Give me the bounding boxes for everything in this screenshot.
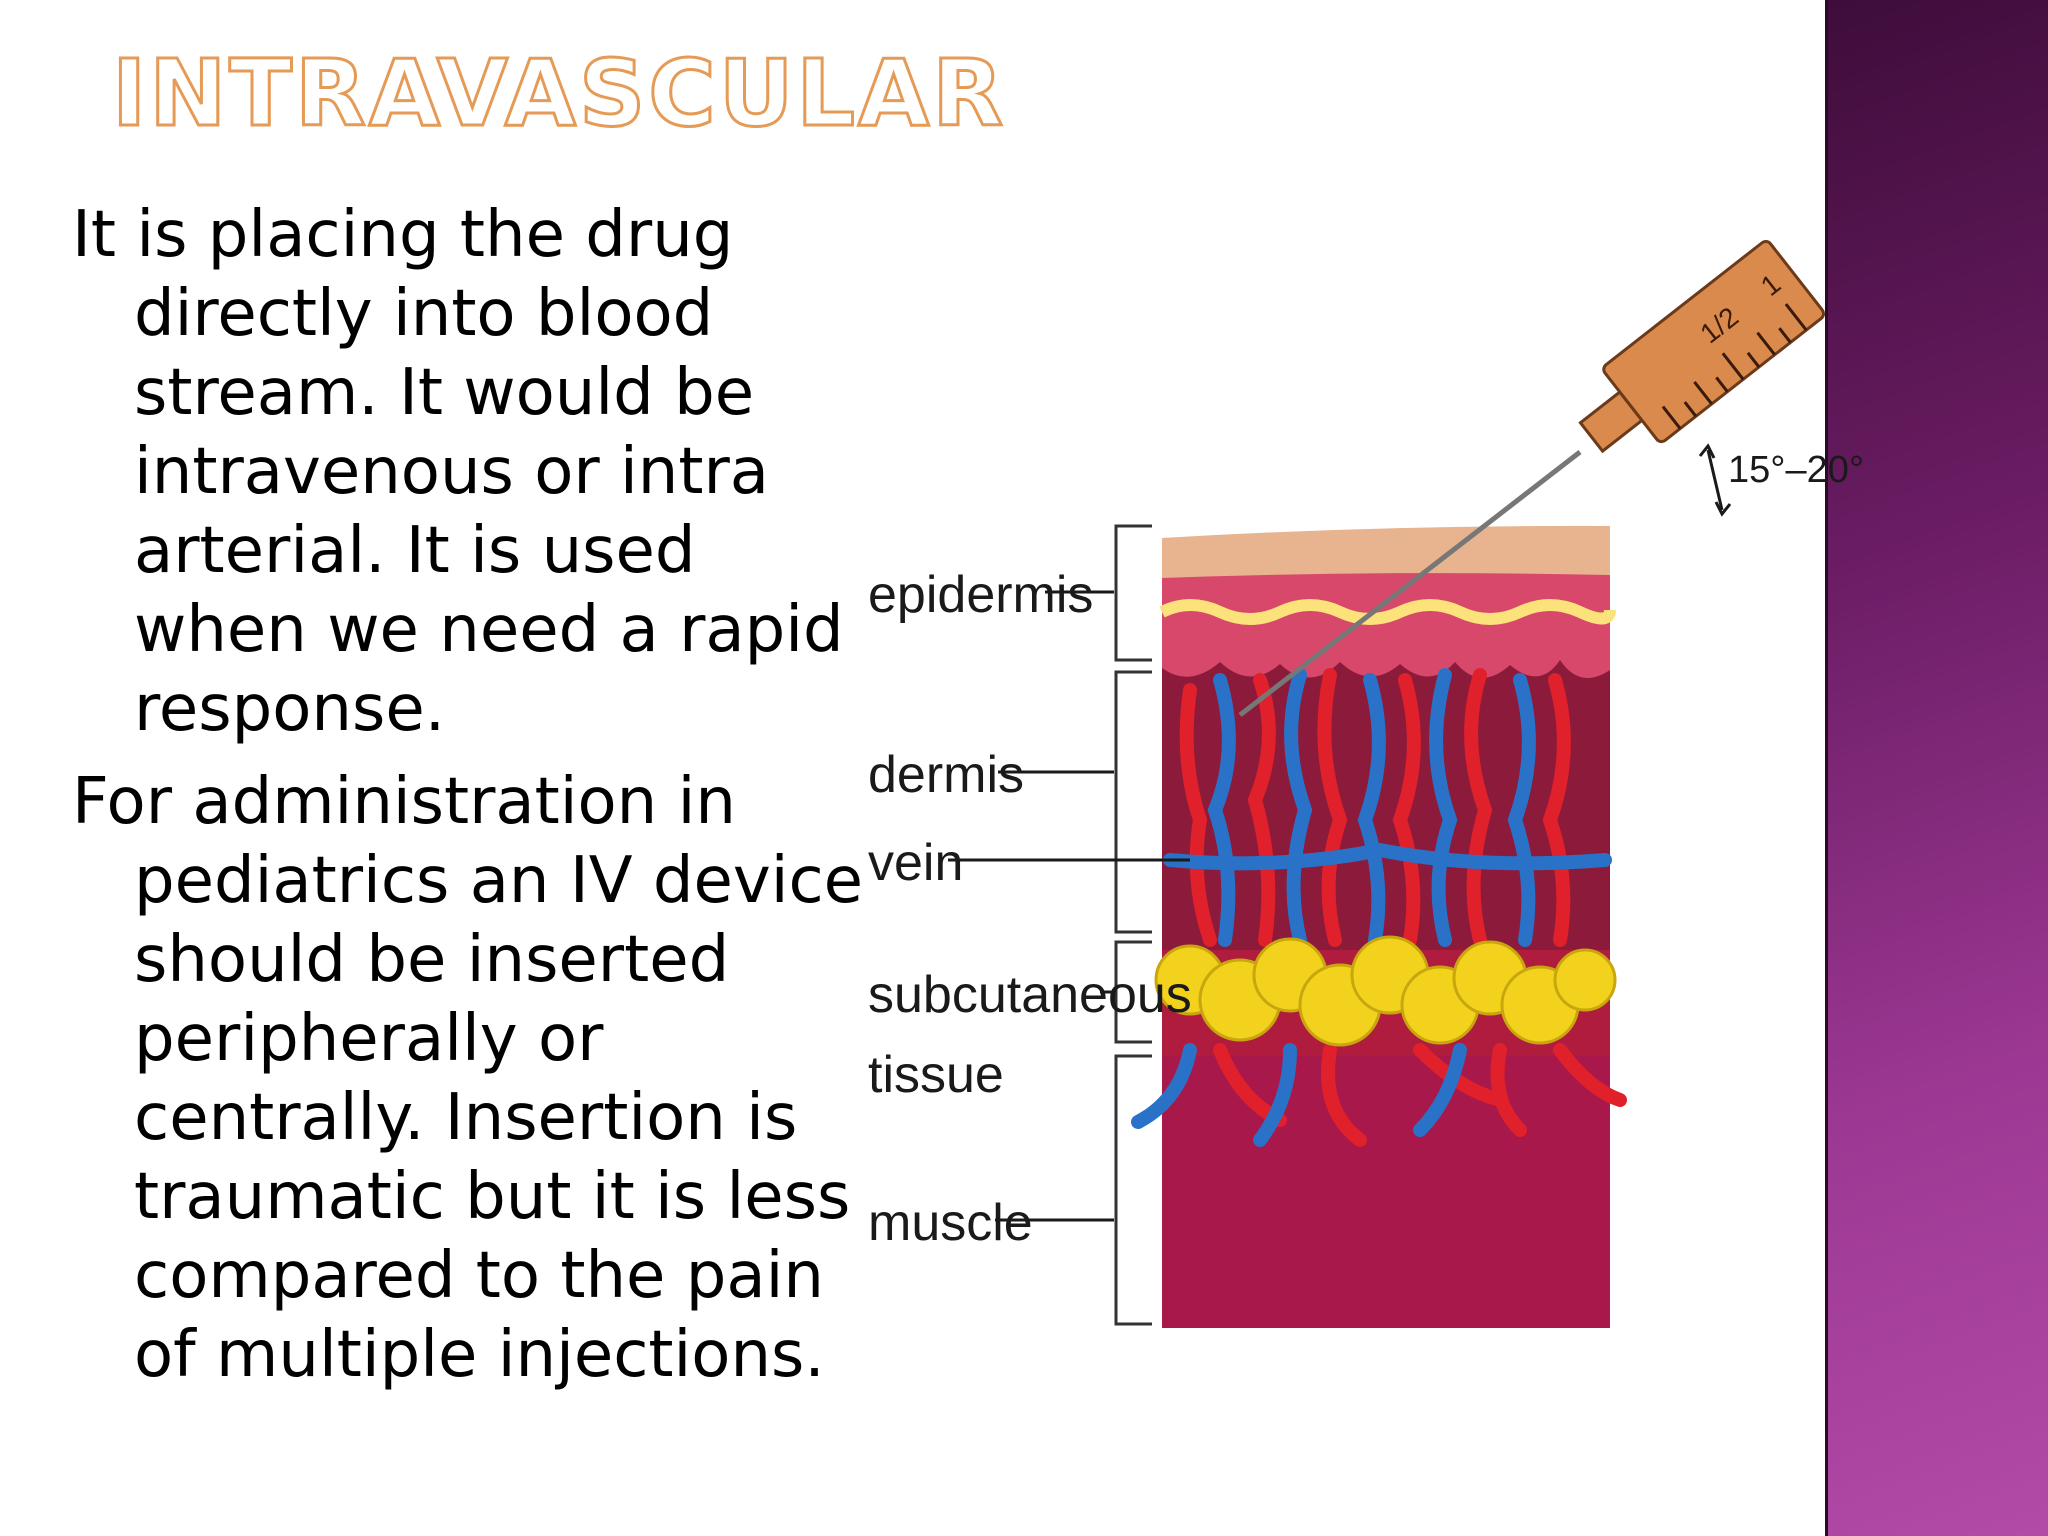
paragraph-pediatrics: For administration in pediatrics an IV d… (72, 765, 864, 1392)
arteries (1179, 668, 1627, 1147)
dermis-layer (1162, 660, 1610, 950)
syringe: 1/2 1 (1238, 239, 1826, 717)
label-muscle: muscle (868, 1194, 1033, 1252)
needle (1238, 450, 1582, 717)
label-tissue: tissue (868, 1046, 1004, 1104)
veins (1131, 668, 1612, 1147)
label-dermis: dermis (868, 746, 1024, 804)
epidermis-wave (1159, 599, 1616, 625)
paragraph-definition: It is placing the drug directly into blo… (72, 198, 844, 746)
decorative-side-band (1825, 0, 2048, 1536)
angle-indicator: 15°–20° (1698, 443, 1864, 517)
angle-label: 15°–20° (1728, 449, 1864, 491)
fat-globules (1154, 935, 1617, 1047)
skin-injection-diagram: epidermis dermis vein subcutaneous tissu… (860, 220, 1864, 1350)
syringe-scale (1661, 303, 1808, 430)
skin-surface (1162, 525, 1610, 578)
label-epidermis: epidermis (868, 566, 1093, 624)
label-leaders (948, 590, 1190, 1222)
slide-body: It is placing the drug directly into blo… (72, 196, 872, 1409)
label-subcutaneous: subcutaneous (868, 966, 1192, 1024)
layer-brackets (1114, 524, 1152, 1326)
slide-title: INTRAVASCULAR (110, 40, 1007, 147)
label-vein: vein (868, 834, 963, 892)
muscle-layer (1162, 1050, 1610, 1328)
tissue-block (1131, 525, 1627, 1328)
